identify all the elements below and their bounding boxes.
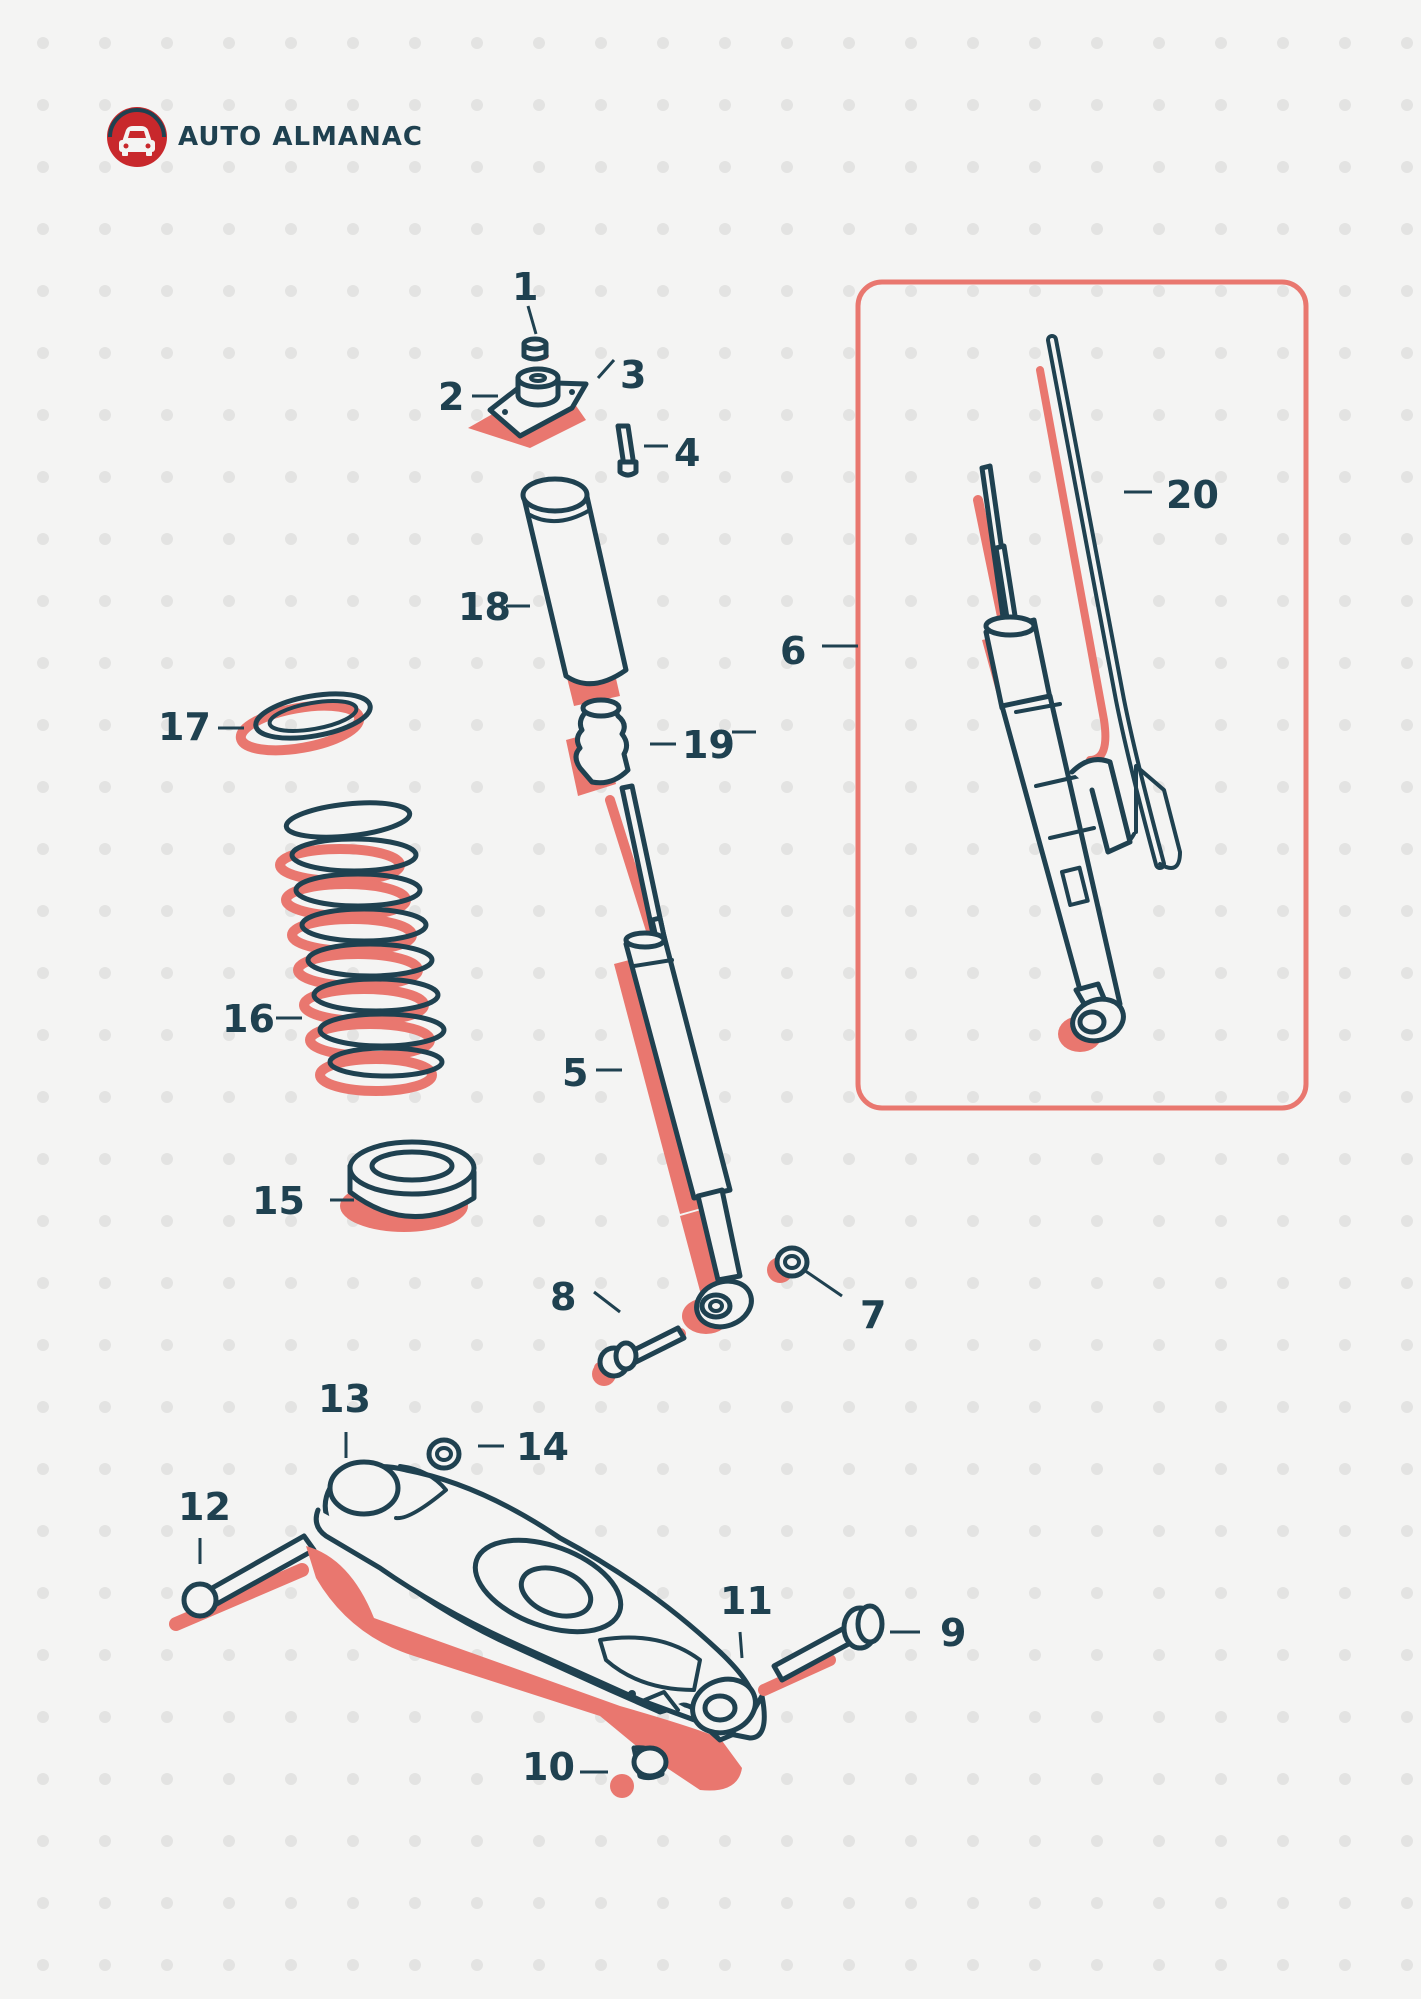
label-17: 17	[158, 705, 211, 749]
brand: AUTO ALMANAC	[106, 106, 423, 168]
part-8-bolt	[592, 1325, 687, 1386]
label-16: 16	[222, 997, 275, 1041]
inset-frame	[855, 279, 1309, 1111]
car-icon	[107, 107, 167, 167]
part-2-mount-plate	[468, 366, 589, 448]
label-5: 5	[562, 1051, 588, 1095]
part-15-lower-spring-seat	[340, 1139, 477, 1232]
label-15: 15	[252, 1179, 305, 1223]
part-9-bolt	[758, 1603, 885, 1696]
part-13-lower-control-arm	[306, 1459, 767, 1791]
label-8: 8	[550, 1275, 576, 1319]
label-2: 2	[438, 375, 464, 419]
part-5-shock-absorber	[605, 783, 754, 1334]
part-10-nut	[610, 1745, 669, 1798]
label-4: 4	[674, 431, 700, 475]
label-10: 10	[522, 1745, 575, 1789]
part-6-leveling-shock	[973, 463, 1133, 1052]
part-4-stud	[615, 423, 639, 478]
part-1-nut	[521, 336, 549, 362]
label-3: 3	[620, 353, 646, 397]
label-18: 18	[458, 585, 511, 629]
label-6: 6	[780, 629, 806, 673]
part-17-spring-seat	[235, 691, 373, 756]
label-1: 1	[512, 265, 538, 309]
label-12: 12	[178, 1485, 231, 1529]
leader-lines	[198, 305, 1152, 1774]
part-labels: 1 2 3 4 5 6 7 8 9 10 11 12 13 14 15 16 1…	[158, 265, 1219, 1789]
part-16-coil-spring	[275, 800, 447, 1096]
label-14: 14	[516, 1425, 569, 1469]
label-9: 9	[940, 1611, 966, 1655]
label-20: 20	[1166, 473, 1219, 517]
brand-name: AUTO ALMANAC	[178, 122, 423, 152]
label-19: 19	[682, 723, 735, 767]
label-11: 11	[720, 1579, 773, 1623]
part-7-bushing	[767, 1245, 810, 1283]
label-13: 13	[318, 1377, 371, 1421]
part-14-bushing	[426, 1437, 462, 1471]
part-18-dust-cover	[520, 476, 629, 706]
part-19-bump-stop	[566, 697, 631, 796]
label-7: 7	[860, 1293, 886, 1337]
